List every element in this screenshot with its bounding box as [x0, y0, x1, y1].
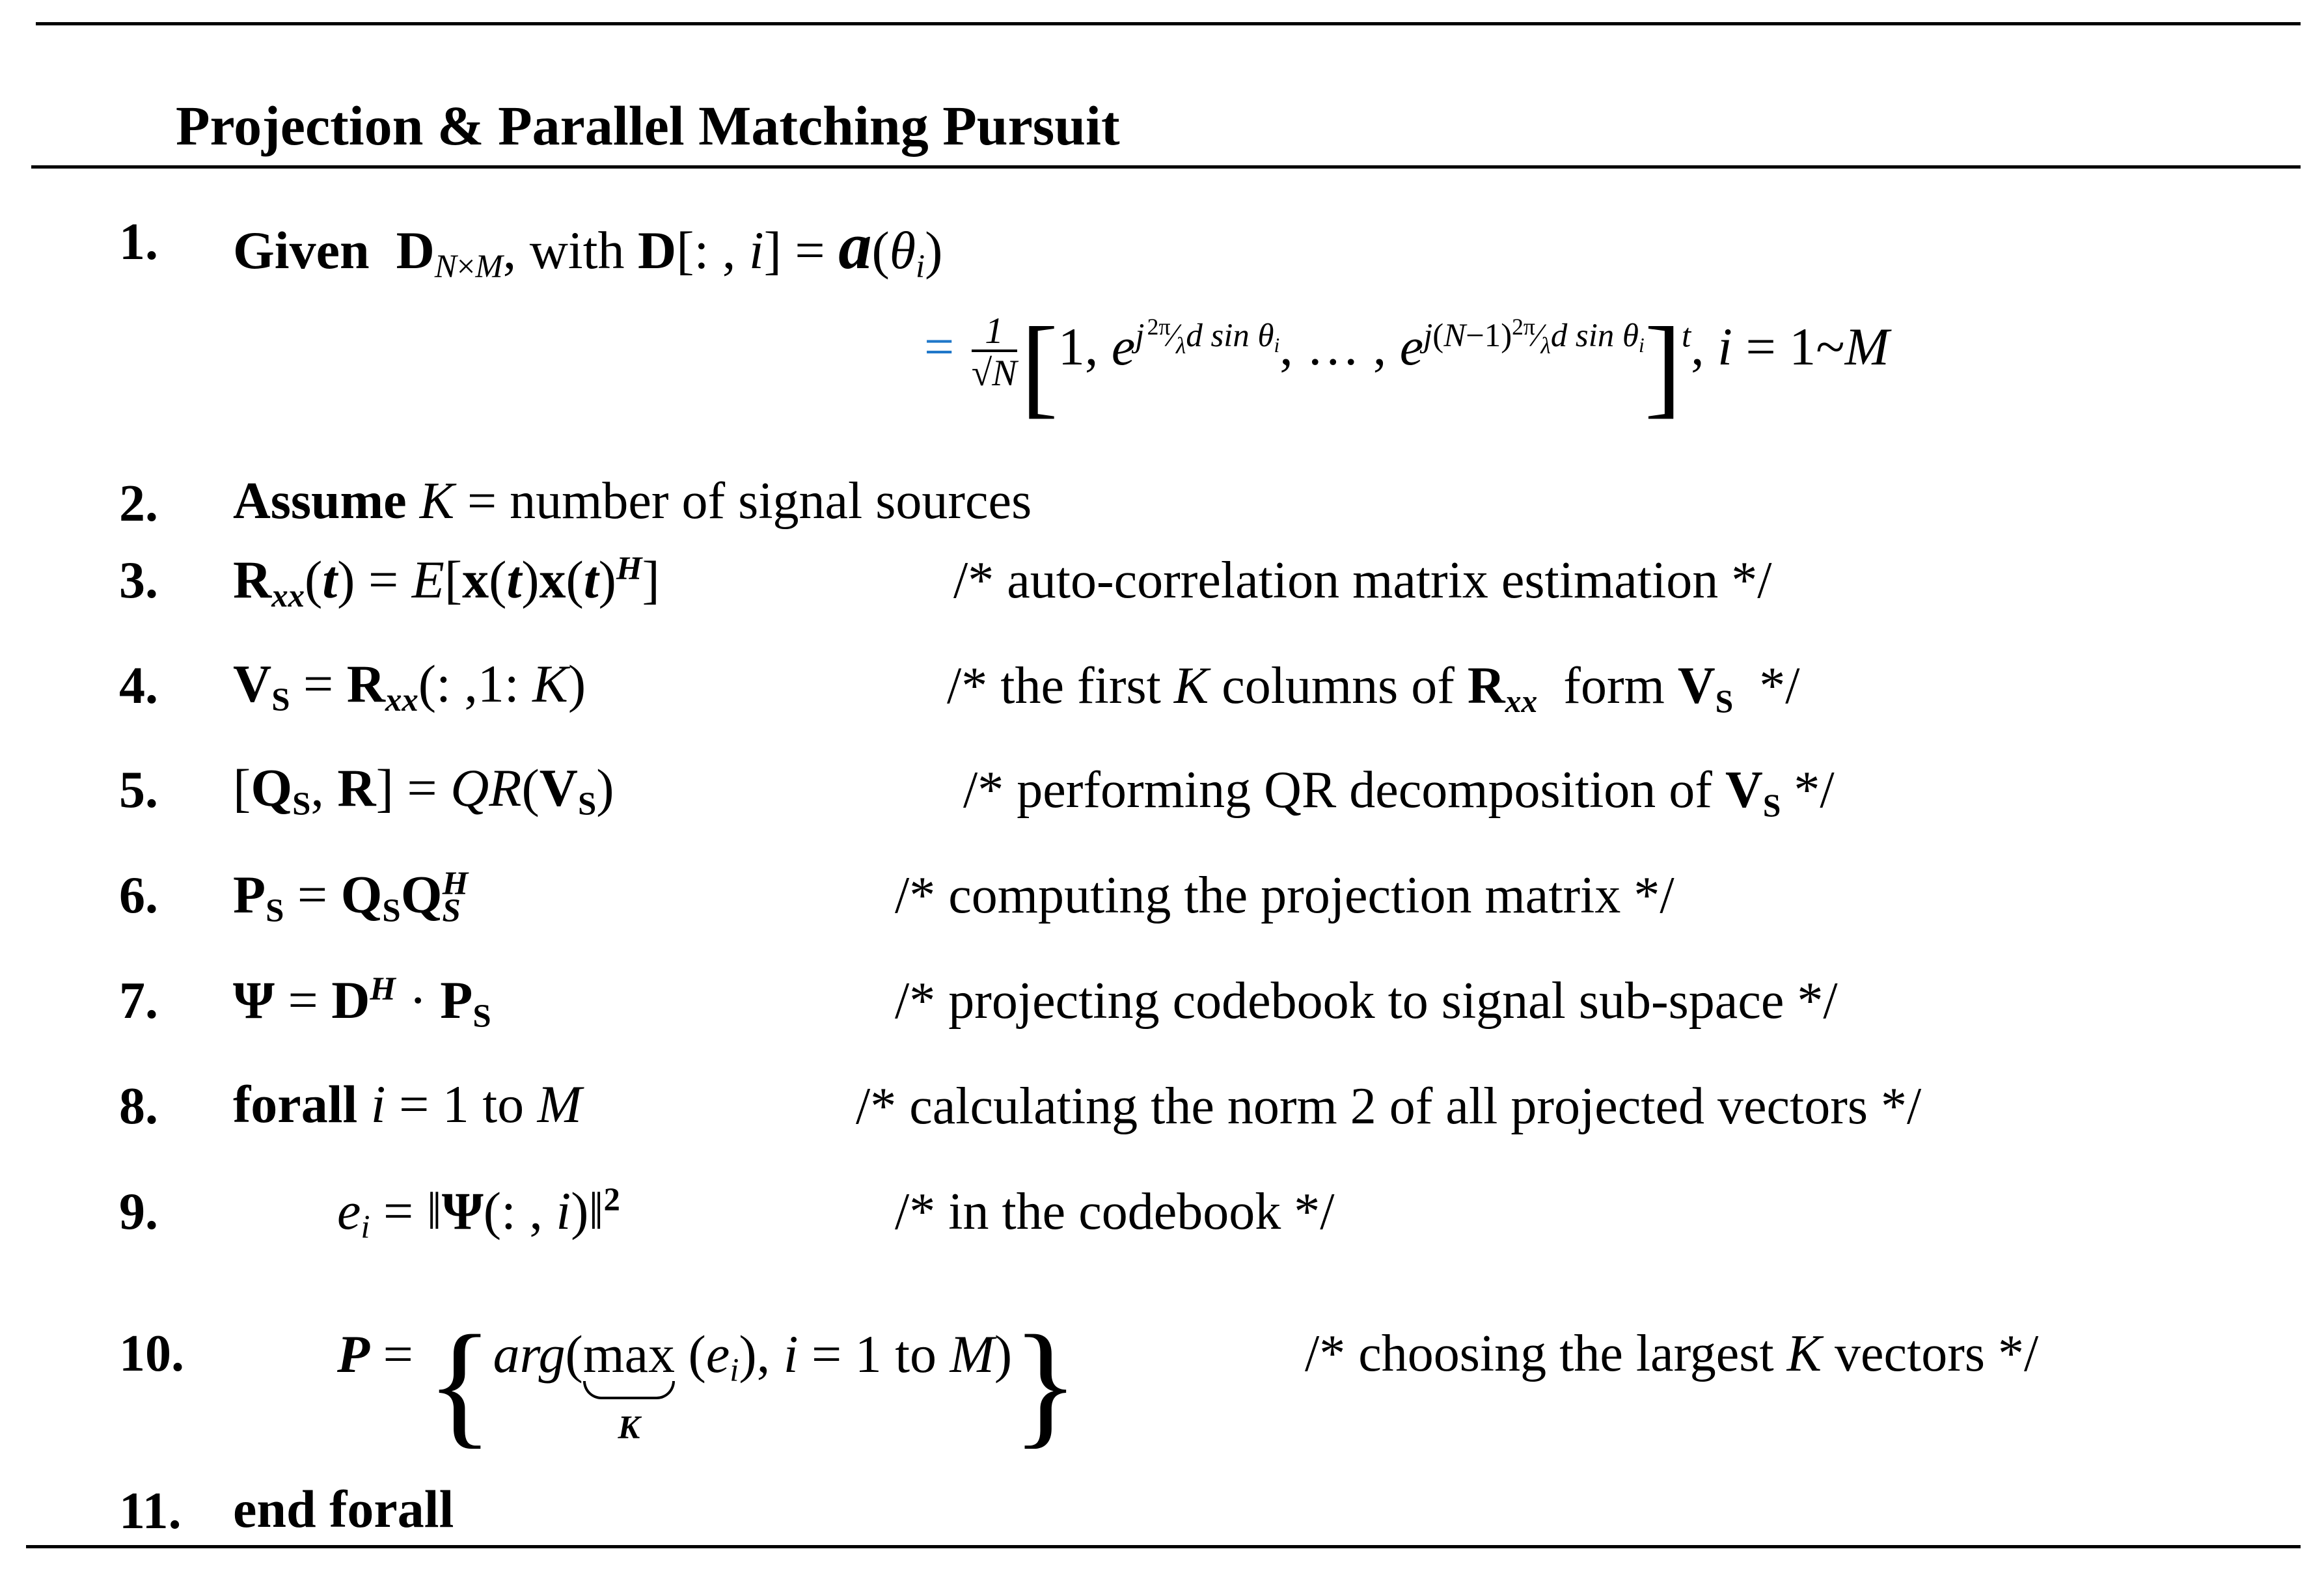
step-8: 8. forall i = 1 to M /* calculating the …	[0, 1071, 2324, 1149]
step-number: 11.	[119, 1483, 182, 1540]
step-5-formula: [QS, R] = QR(VS)	[233, 758, 614, 823]
step-1-steering-vector: = 1√N[1, ej 2π⁄λd sin θi, … , ej(N−1)2π⁄…	[0, 293, 2324, 430]
step-number: 5.	[119, 761, 158, 819]
step-number: 7.	[119, 972, 158, 1030]
step-2-formula: Assume K = number of signal sources	[233, 472, 1032, 530]
step-3-formula: Rxx(t) = E[x(t)x(t)H]	[233, 549, 660, 614]
step-5: 5. [QS, R] = QR(VS) /* performing QR dec…	[0, 755, 2324, 833]
step-4-formula: VS = Rxx(: ,1: K)	[233, 654, 586, 719]
step-5-comment: /* performing QR decomposition of VS */	[963, 761, 1835, 823]
step-6: 6. PS = QSQSH /* computing the projectio…	[0, 860, 2324, 938]
step-3-comment: /* auto-correlation matrix estimation */	[953, 552, 1772, 609]
top-rule	[36, 22, 2301, 25]
assume-text: = number of signal sources	[467, 472, 1032, 530]
step-4-comment: /* the first K columns of Rxx form VS */	[947, 657, 1800, 719]
step-9-formula: ei = ‖Ψ(: , i)‖2	[337, 1181, 620, 1246]
step-number: 8.	[119, 1078, 158, 1135]
end-forall-keyword: end forall	[233, 1479, 454, 1539]
step-number: 4.	[119, 657, 158, 715]
step-10-comment: /* choosing the largest K vectors */	[1305, 1325, 2039, 1382]
algorithm-title: Projection & Parallel Matching Pursuit	[176, 94, 1120, 157]
step-number: 2.	[119, 475, 158, 532]
step-1: 1. Given DN×M, with D[: , i] = a(θi)	[0, 208, 2324, 286]
step-7: 7. Ψ = DH · PS /* projecting codebook to…	[0, 966, 2324, 1044]
step-4: 4. VS = Rxx(: ,1: K) /* the first K colu…	[0, 651, 2324, 729]
step-number: 6.	[119, 867, 158, 924]
with-label: , with	[502, 221, 625, 280]
step-7-formula: Ψ = DH · PS	[233, 970, 491, 1035]
given-label: Given	[233, 221, 370, 280]
step-8-comment: /* calculating the norm 2 of all project…	[856, 1078, 1922, 1135]
step-9: 9. ei = ‖Ψ(: , i)‖2 /* in the codebook *…	[0, 1177, 2324, 1255]
step-1-formula: Given DN×M, with D[: , i] = a(θi)	[233, 210, 943, 285]
step-number: 1.	[119, 213, 158, 271]
step-7-comment: /* projecting codebook to signal sub-spa…	[895, 972, 1838, 1030]
assume-label: Assume	[233, 472, 407, 530]
step-11-formula: end forall	[233, 1483, 454, 1536]
steering-vector-formula: = 1√N[1, ej 2π⁄λd sin θi, … , ej(N−1)2π⁄…	[924, 305, 1889, 429]
step-6-comment: /* computing the projection matrix */	[895, 867, 1675, 924]
step-number: 10.	[119, 1325, 184, 1382]
step-number: 9.	[119, 1183, 158, 1240]
step-9-comment: /* in the codebook */	[895, 1183, 1335, 1240]
forall-keyword: forall	[233, 1075, 358, 1134]
step-11: 11. end forall	[0, 1479, 2324, 1557]
step-number: 3.	[119, 552, 158, 609]
step-6-formula: PS = QSQSH	[233, 864, 469, 929]
step-8-formula: forall i = 1 to M	[233, 1075, 582, 1134]
step-2: 2. Assume K = number of signal sources	[0, 469, 2324, 547]
bottom-rule	[26, 1545, 2301, 1548]
header-rule	[31, 165, 2301, 169]
step-3: 3. Rxx(t) = E[x(t)x(t)H] /* auto-correla…	[0, 545, 2324, 623]
